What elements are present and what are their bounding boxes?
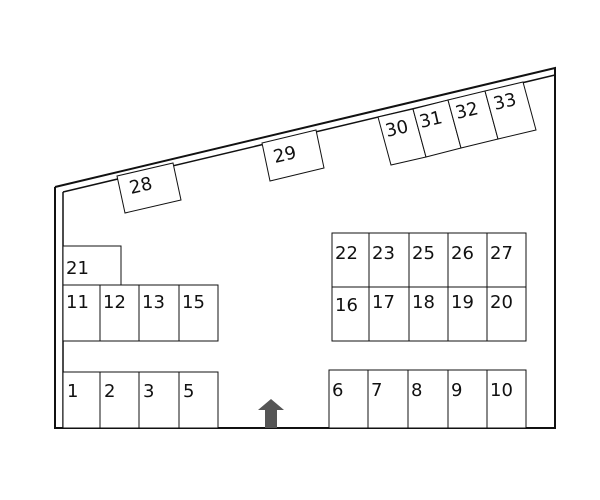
svg-text:23: 23: [372, 243, 395, 264]
parking-space-19[interactable]: 19: [447, 286, 488, 342]
parking-space-30[interactable]: 30: [377, 108, 427, 166]
parking-space-20[interactable]: 20: [486, 286, 527, 342]
parking-space-3[interactable]: 3: [138, 371, 180, 429]
svg-text:18: 18: [412, 292, 435, 313]
parking-space-21[interactable]: 21: [62, 245, 122, 286]
parking-space-9[interactable]: 9: [447, 369, 488, 429]
parking-space-15[interactable]: 15: [178, 284, 219, 342]
svg-text:27: 27: [490, 243, 513, 264]
svg-text:17: 17: [372, 292, 395, 313]
parking-space-11[interactable]: 11: [62, 284, 101, 342]
svg-text:15: 15: [182, 292, 205, 313]
parking-space-13[interactable]: 13: [138, 284, 180, 342]
parking-space-2[interactable]: 2: [99, 371, 140, 429]
svg-text:8: 8: [411, 380, 422, 401]
parking-space-12[interactable]: 12: [99, 284, 140, 342]
svg-text:16: 16: [335, 295, 358, 316]
parking-space-31[interactable]: 31: [412, 99, 462, 158]
parking-space-18[interactable]: 18: [408, 286, 449, 342]
parking-space-22[interactable]: 22: [331, 232, 370, 288]
parking-space-16[interactable]: 16: [331, 286, 370, 342]
parking-space-25[interactable]: 25: [408, 232, 449, 288]
svg-text:25: 25: [412, 243, 435, 264]
parking-space-26[interactable]: 26: [447, 232, 488, 288]
parking-space-8[interactable]: 8: [407, 369, 449, 429]
svg-text:3: 3: [143, 381, 154, 402]
parking-space-27[interactable]: 27: [486, 232, 527, 288]
svg-text:31: 31: [417, 107, 444, 133]
svg-text:1: 1: [67, 381, 78, 402]
entrance-arrow-icon: [258, 399, 284, 428]
parking-space-17[interactable]: 17: [368, 286, 410, 342]
lot-boundary: [54, 66, 556, 429]
svg-text:19: 19: [451, 292, 474, 313]
parking-space-7[interactable]: 7: [367, 369, 409, 429]
svg-text:26: 26: [451, 243, 474, 264]
parking-space-5[interactable]: 5: [178, 371, 219, 429]
parking-space-33[interactable]: 33: [484, 81, 537, 140]
svg-text:2: 2: [104, 381, 115, 402]
parking-space-10[interactable]: 10: [486, 369, 527, 429]
svg-text:22: 22: [335, 243, 358, 264]
parking-space-6[interactable]: 6: [328, 369, 369, 429]
parking-space-32[interactable]: 32: [447, 90, 499, 149]
parking-space-29[interactable]: 29: [261, 129, 325, 182]
svg-text:20: 20: [490, 292, 513, 313]
parking-space-23[interactable]: 23: [368, 232, 410, 288]
svg-text:30: 30: [383, 116, 410, 142]
svg-text:13: 13: [142, 292, 165, 313]
svg-text:7: 7: [371, 380, 382, 401]
svg-text:29: 29: [271, 142, 298, 168]
svg-text:9: 9: [451, 380, 462, 401]
svg-text:11: 11: [66, 292, 89, 313]
svg-text:32: 32: [453, 98, 480, 124]
parking-space-28[interactable]: 28: [116, 162, 182, 214]
svg-text:6: 6: [332, 380, 343, 401]
svg-text:12: 12: [103, 292, 126, 313]
svg-text:33: 33: [491, 89, 518, 115]
parking-space-1[interactable]: 1: [62, 371, 101, 429]
svg-text:21: 21: [66, 258, 89, 279]
svg-text:28: 28: [127, 173, 154, 199]
svg-text:5: 5: [183, 381, 194, 402]
svg-text:10: 10: [490, 380, 513, 401]
